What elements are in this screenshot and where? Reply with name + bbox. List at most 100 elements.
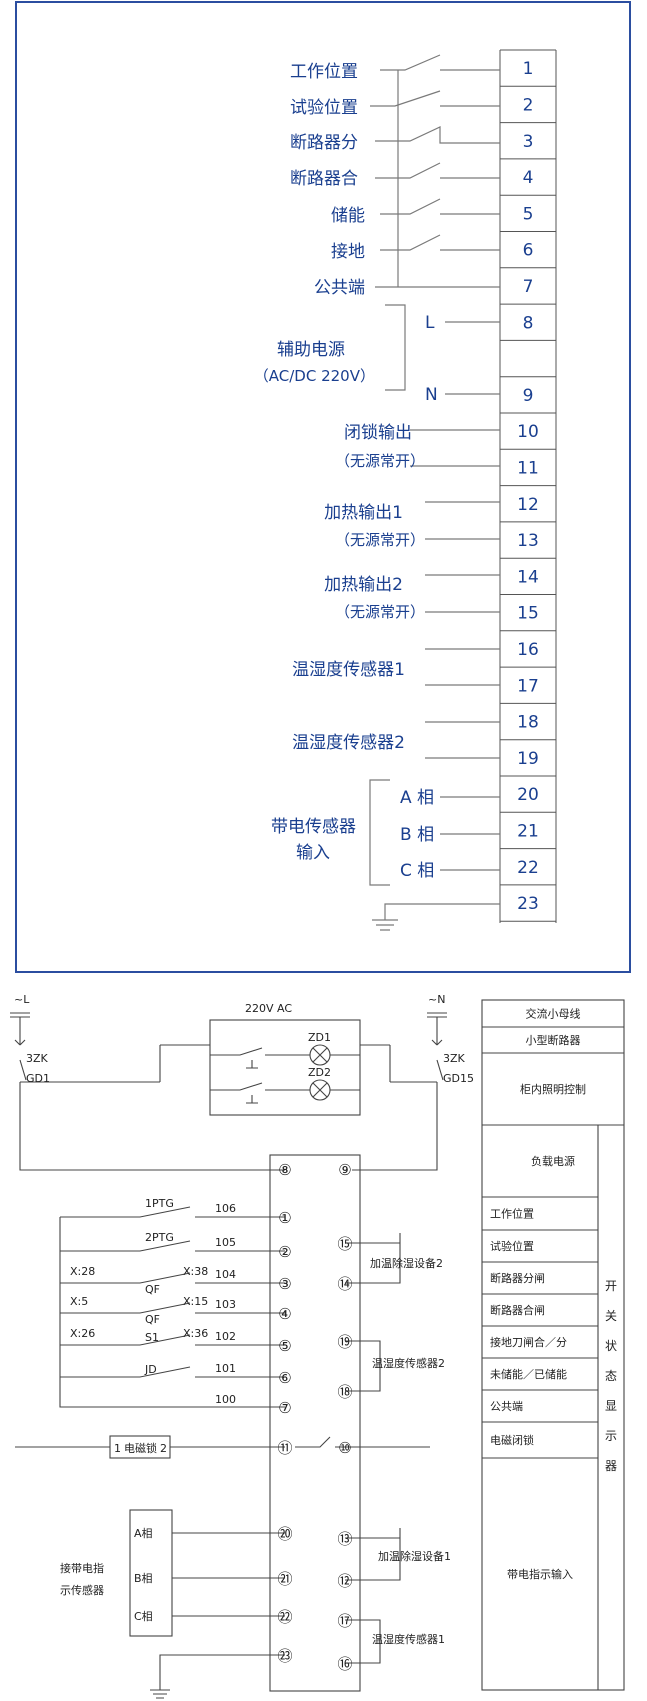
terminal-number: 1 <box>523 59 534 79</box>
wire-100: 100 <box>215 1393 236 1406</box>
term-20: ⑳ <box>277 1525 292 1543</box>
x36-label: X:36 <box>183 1327 208 1340</box>
wire-106: 106 <box>215 1202 236 1215</box>
x15-label: X:15 <box>183 1295 208 1308</box>
terminal-number: 22 <box>517 858 539 878</box>
term-18: ⑱ <box>337 1383 352 1401</box>
terminal-number: 15 <box>517 604 539 624</box>
live-c: C相 <box>134 1610 153 1623</box>
terminal-number: 4 <box>523 168 534 188</box>
label-common: 公共端 <box>314 278 365 298</box>
label-heat1: 加热输出1 <box>324 503 403 523</box>
legend-row-label: 柜内照明控制 <box>520 1082 586 1096</box>
term-13: ⑬ <box>337 1530 352 1548</box>
term-10: ⑩ <box>338 1439 351 1457</box>
legend-row-label: 接地刀闸合／分 <box>490 1335 567 1349</box>
label-storage: 储能 <box>331 206 365 226</box>
terminal-number: 7 <box>523 277 534 297</box>
term-2: ② <box>278 1243 291 1261</box>
legend-row-label: 小型断路器 <box>526 1033 581 1047</box>
terminal-number: 12 <box>517 495 539 515</box>
terminal-number: 14 <box>517 567 539 587</box>
legend-side-char: 状 <box>605 1339 617 1353</box>
live-a: A相 <box>134 1527 153 1540</box>
terminal-number: 9 <box>523 386 534 406</box>
x28-label: X:28 <box>70 1265 95 1278</box>
x26-label: X:26 <box>70 1327 95 1340</box>
lock-num2: 2 <box>160 1442 167 1455</box>
label-lock-out: 闭锁输出 <box>344 423 412 443</box>
wire-102: 102 <box>215 1330 236 1343</box>
label-heat2: 加热输出2 <box>324 575 403 595</box>
term-17: ⑰ <box>337 1612 352 1630</box>
term-11: ⑪ <box>277 1439 292 1457</box>
legend-side-char: 态 <box>605 1369 617 1383</box>
s1-label: S1 <box>145 1331 159 1344</box>
label-live-sensor: 带电传感器 <box>271 817 356 837</box>
term-5: ⑤ <box>278 1337 291 1355</box>
th1-label: 温湿度传感器1 <box>372 1632 445 1646</box>
zk-right: 3ZK <box>443 1052 466 1065</box>
label-th1: 温湿度传感器1 <box>292 660 405 680</box>
wire-104: 104 <box>215 1268 236 1281</box>
term-14: ⑭ <box>337 1275 352 1293</box>
label-test: 试验位置 <box>290 98 358 118</box>
top-panel-frame <box>15 1 631 973</box>
term-15: ⑮ <box>337 1235 352 1253</box>
legend-side-char: 示 <box>605 1429 617 1443</box>
label-L: L <box>425 313 435 333</box>
legend-side-char: 器 <box>605 1459 617 1473</box>
terminal-number: 19 <box>517 749 539 769</box>
supply-n: ~N <box>428 993 445 1006</box>
x5-label: X:5 <box>70 1295 88 1308</box>
label-aux-power-spec: （AC/DC 220V） <box>254 367 375 385</box>
legend-row-label: 断路器分闸 <box>490 1271 545 1285</box>
term-22: ㉒ <box>277 1608 292 1626</box>
ac-label: 220V AC <box>245 1002 292 1015</box>
label-phase-a: A 相 <box>400 788 434 808</box>
legend-side-char: 开 <box>605 1279 617 1293</box>
wire-101: 101 <box>215 1362 236 1375</box>
qf1-label: QF <box>145 1283 160 1296</box>
x38-label: X:38 <box>183 1265 208 1278</box>
label-ground: 接地 <box>331 242 365 262</box>
terminal-number: 13 <box>517 531 539 551</box>
term-9: ⑨ <box>338 1161 351 1179</box>
label-live-sensor-2: 输入 <box>296 843 330 863</box>
label-phase-b: B 相 <box>400 825 434 845</box>
term-16: ⑯ <box>337 1655 352 1673</box>
terminal-number: 6 <box>523 241 534 261</box>
legend-row-label: 负载电源 <box>531 1154 575 1168</box>
live-title-2: 示传感器 <box>60 1584 104 1597</box>
label-lock-out-note: （无源常开） <box>335 452 425 470</box>
term-3: ③ <box>278 1275 291 1293</box>
term-4: ④ <box>278 1305 291 1323</box>
legend-row-label: 工作位置 <box>490 1207 534 1221</box>
live-b: B相 <box>134 1572 153 1585</box>
qf2-label: QF <box>145 1313 160 1326</box>
terminal-number: 8 <box>523 313 534 333</box>
term-7: ⑦ <box>278 1399 291 1417</box>
legend-row-label: 公共端 <box>490 1400 523 1413</box>
ptg1-label: 1PTG <box>145 1197 174 1210</box>
term-8: ⑧ <box>278 1161 291 1179</box>
term-12: ⑫ <box>337 1572 352 1590</box>
supply-l: ~L <box>14 993 30 1006</box>
label-aux-power: 辅助电源 <box>277 340 345 360</box>
heater1-label: 加温除湿设备1 <box>378 1549 451 1563</box>
term-23: ㉓ <box>277 1647 292 1665</box>
live-title-1: 接带电指 <box>60 1561 104 1575</box>
terminal-number: 3 <box>523 132 534 152</box>
legend-row-label: 带电指示输入 <box>507 1567 573 1581</box>
gd-left: GD1 <box>26 1072 50 1085</box>
legend-row-label: 断路器合闸 <box>490 1303 545 1317</box>
terminal-number: 2 <box>523 95 534 115</box>
terminal-number: 21 <box>517 821 539 841</box>
legend-row-label: 试验位置 <box>490 1239 534 1253</box>
term-19: ⑲ <box>337 1333 352 1351</box>
zk-left: 3ZK <box>26 1052 49 1065</box>
heater2-label: 加温除湿设备2 <box>370 1256 443 1270</box>
terminal-number: 20 <box>517 785 539 805</box>
